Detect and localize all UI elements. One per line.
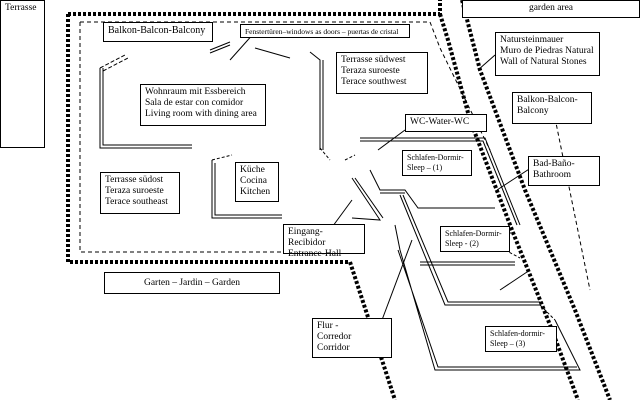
entrance-line-1: Eingang-Recibidor xyxy=(288,227,326,248)
nat-stone-line-3: Wall of Natural Stones xyxy=(500,57,587,67)
kitchen-walls xyxy=(211,154,282,219)
windows-doors-label: Fenstertüren–windows as doors – puertas … xyxy=(240,24,410,38)
corridor-line-2: Corredor xyxy=(317,332,352,342)
terrace-sw-line-2: Teraza suroeste xyxy=(341,66,400,76)
living-room-walls xyxy=(99,41,324,150)
nat-stone-line-2: Muro de Piedras Natural xyxy=(500,46,594,56)
arrow-bed3 xyxy=(499,269,531,291)
bedroom-2-label: Schlafen-Dormir- Sleep - (2) xyxy=(440,226,510,252)
terrasse-left-text: Terrasse xyxy=(5,3,37,13)
balcony-right-label: Balkon-Balcon- Balcony xyxy=(512,92,592,124)
bedroom-3-label: Schlafen-dormir- Sleep – (3) xyxy=(485,326,557,352)
terrace-southeast-label: Terrasse südost Teraza suroeste Terace s… xyxy=(100,172,180,214)
arrow-balcony-right xyxy=(554,117,591,291)
windows-doors-text: Fenstertüren–windows as doors – puertas … xyxy=(245,27,399,36)
terrace-southwest-label: Terrasse südwest Teraza suroeste Terace … xyxy=(336,52,428,94)
bedroom-3-line-2: Sleep – (3) xyxy=(490,338,526,348)
bedroom-3-line-1: Schlafen-dormir- xyxy=(490,329,545,338)
nat-stone-line-1: Natursteinmauer xyxy=(500,35,564,45)
kitchen-line-2: Cocina xyxy=(240,176,267,186)
garden-label: Garten – Jardin – Garden xyxy=(104,272,280,294)
arrow-wc xyxy=(377,129,406,151)
kitchen-line-1: Küche xyxy=(240,165,265,175)
arrow-corridor xyxy=(381,239,413,321)
entrance-label: Eingang-Recibidor Entrance-Hall xyxy=(283,224,365,259)
terrace-se-line-3: Terace southeast xyxy=(105,197,168,207)
living-line-3: Living room with dining area xyxy=(145,109,257,119)
balcony-top-label: Balkon-Balcon-Balcony xyxy=(103,22,213,42)
entrance-walls xyxy=(319,147,384,221)
bathroom-line-2: Bathroom xyxy=(533,170,571,180)
terrace-sw-line-1: Terrasse südwest xyxy=(341,55,406,65)
bedroom-2-line-1: Schlafen-Dormir- xyxy=(445,229,502,238)
natural-stone-wall xyxy=(460,0,612,400)
terrasse-left-label: Terrasse xyxy=(0,0,45,148)
kitchen-line-3: Kitchen xyxy=(240,187,271,197)
corridor-line-3: Corridor xyxy=(317,343,350,353)
balcony-right-line-2: Balcony xyxy=(517,106,549,116)
garden-area-text: garden area xyxy=(528,3,574,13)
bedroom-2-line-2: Sleep - (2) xyxy=(445,238,479,248)
bedroom-1-label: Schlafen-Dormir- Sleep – (1) xyxy=(402,150,472,176)
wc-label: WC-Water-WC xyxy=(405,114,487,132)
balcony-top-text: Balkon-Balcon-Balcony xyxy=(108,25,206,36)
inner-dashed-boundary xyxy=(79,21,491,253)
corridor-label: Flur - Corredor Corridor xyxy=(312,318,392,358)
bedroom-1-line-1: Schlafen-Dormir- xyxy=(407,153,464,162)
corridor-line-1: Flur - xyxy=(317,321,339,331)
kitchen-label: Küche Cocina Kitchen xyxy=(235,162,279,202)
living-room-label: Wohnraum mit Essbereich Sala de estar co… xyxy=(140,84,266,126)
wc-text: WC-Water-WC xyxy=(410,117,470,127)
terrace-sw-line-3: Terace southwest xyxy=(341,77,407,87)
bedroom-walls xyxy=(360,137,581,371)
balcony-right-line-1: Balkon-Balcon- xyxy=(517,95,578,105)
garden-area-label: garden area xyxy=(462,0,640,18)
terrace-se-line-1: Terrasse südost xyxy=(105,175,164,185)
bedroom-1-line-2: Sleep – (1) xyxy=(407,162,443,172)
living-line-1: Wohnraum mit Essbereich xyxy=(145,87,246,97)
terrace-se-line-2: Teraza suroeste xyxy=(105,186,164,196)
garden-text: Garten – Jardin – Garden xyxy=(143,278,241,288)
natural-stone-wall-label: Natursteinmauer Muro de Piedras Natural … xyxy=(495,32,600,76)
entrance-line-2: Entrance-Hall xyxy=(288,249,342,259)
arrow-stone-wall xyxy=(477,54,496,71)
bathroom-label: Bad-Baño- Bathroom xyxy=(528,156,600,186)
living-line-2: Sala de estar con comidor xyxy=(145,98,244,108)
bathroom-line-1: Bad-Baño- xyxy=(533,159,575,169)
